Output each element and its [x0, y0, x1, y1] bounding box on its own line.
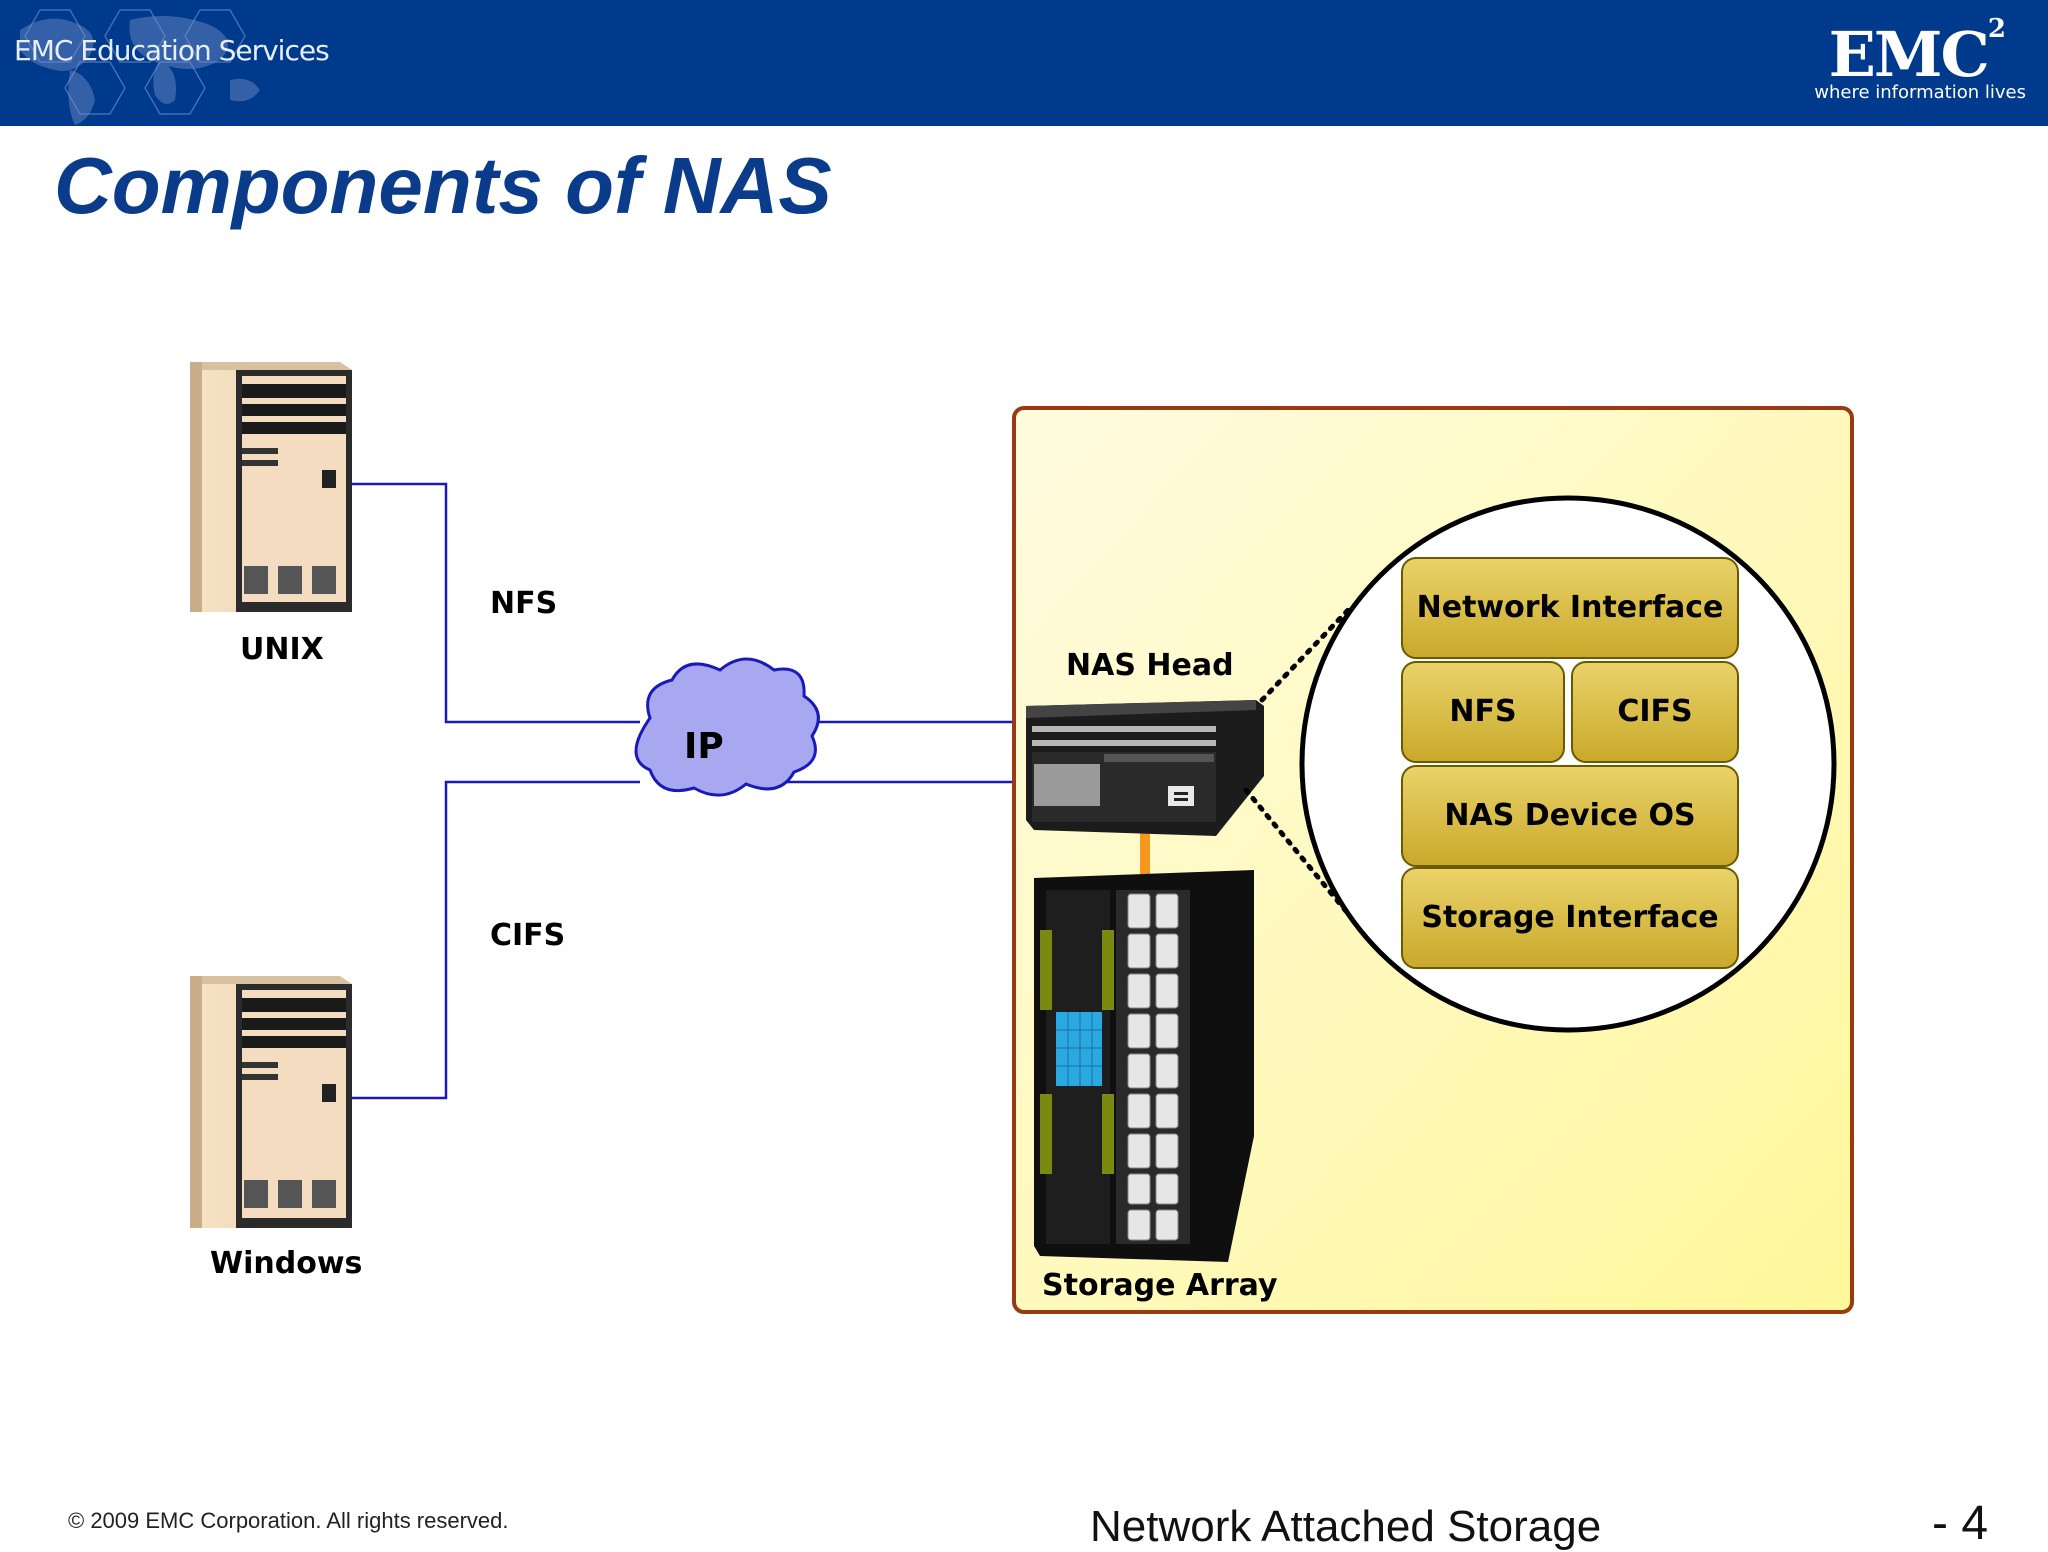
device-os-label: NAS Device OS [1444, 798, 1696, 833]
header-bar: EMC Education Services EMC2 where inform… [0, 0, 2048, 126]
nas-head-label: NAS Head [1066, 648, 1234, 683]
device-os-box [1401, 765, 1739, 867]
world-map-icon [20, 9, 260, 125]
nas-head-icon [1026, 700, 1264, 836]
ip-cloud-icon [634, 657, 820, 797]
cifs-protocol-label: CIFS [490, 918, 566, 953]
copyright-text: © 2009 EMC Corporation. All rights reser… [68, 1508, 509, 1533]
callout-lines [1243, 605, 1353, 919]
page-number: - 4 [1932, 1497, 1989, 1550]
head-array-connector [1140, 818, 1150, 874]
nas-stack [1401, 557, 1739, 969]
cifs-box [1571, 661, 1739, 763]
header-brand-text: EMC Education Services [14, 34, 330, 67]
logo-tagline: where information lives [1814, 82, 2026, 103]
storage-interface-box [1401, 867, 1739, 969]
slide-title: Components of NAS [54, 141, 832, 230]
storage-array-icon [1034, 870, 1254, 1262]
network-interface-label: Network Interface [1416, 590, 1724, 625]
network-links [348, 482, 1030, 1100]
nfs-stack-label: NFS [1449, 694, 1517, 729]
storage-interface-label: Storage Interface [1421, 900, 1719, 935]
emc-logo: EMC2 [1828, 14, 2006, 91]
logo-superscript: 2 [1987, 14, 2006, 44]
unix-link [348, 482, 640, 724]
unix-label: UNIX [240, 632, 324, 667]
windows-label: Windows [210, 1246, 363, 1281]
course-title: Network Attached Storage [1090, 1502, 1602, 1551]
nfs-protocol-label: NFS [490, 586, 558, 621]
nfs-box [1401, 661, 1565, 763]
cifs-stack-label: CIFS [1617, 694, 1693, 729]
storage-array-label: Storage Array [1042, 1268, 1278, 1303]
windows-server-icon [190, 976, 352, 1228]
network-interface-box [1401, 557, 1739, 659]
unix-server-icon [190, 362, 352, 612]
ip-label: IP [684, 726, 724, 767]
logo-text: EMC [1828, 18, 1990, 91]
windows-link [348, 780, 640, 1100]
